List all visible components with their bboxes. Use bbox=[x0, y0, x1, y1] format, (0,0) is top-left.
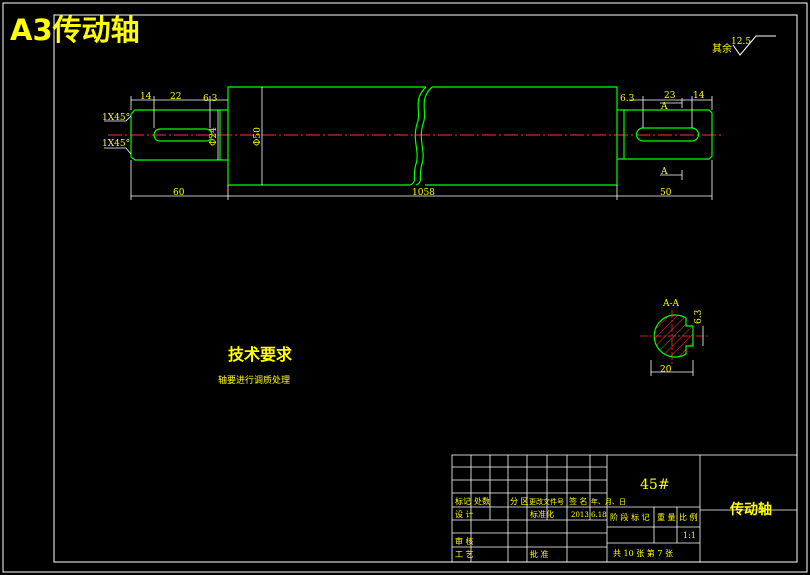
roughness-symbol: 其余 12.5 bbox=[712, 35, 776, 56]
title-block-grid bbox=[451, 454, 798, 563]
dim-chamfer-bottom: 1X45° bbox=[102, 139, 130, 149]
dim-left-keyway-width: 22 bbox=[170, 92, 181, 102]
dim-right-keyway-len: 14 bbox=[693, 91, 705, 101]
dim-chamfer-top: 1X45° bbox=[102, 113, 130, 123]
roughness-check-mark bbox=[732, 35, 776, 56]
dim-left-roughness: 6.3 bbox=[203, 94, 218, 104]
inner-frame bbox=[53, 14, 798, 563]
std-label: 标准化 bbox=[530, 509, 554, 519]
dim-body-dia: Φ50 bbox=[253, 127, 263, 146]
hdr-mark: 标记 bbox=[455, 496, 471, 506]
dim-left-keyway-len: 14 bbox=[140, 92, 152, 102]
designer-label: 设 计 bbox=[455, 509, 474, 519]
design-date: 2013.6.18 bbox=[571, 511, 607, 519]
roughness-value: 12.5 bbox=[731, 37, 751, 47]
material: 45# bbox=[640, 477, 670, 493]
dim-right-roughness: 6.3 bbox=[620, 94, 635, 104]
section-depth: 6.3 bbox=[694, 309, 704, 324]
hdr-count: 处数 bbox=[474, 496, 490, 506]
dim-body-len: 1058 bbox=[412, 188, 435, 198]
shaft-outline bbox=[130, 86, 713, 186]
notes-title: 技术要求 bbox=[228, 345, 293, 364]
sheet-count: 共 10 张 第 7 张 bbox=[613, 548, 673, 558]
hdr-sign: 签 名 bbox=[569, 496, 588, 506]
stage-label: 阶 段 标 记 bbox=[610, 512, 650, 522]
scale-value: 1:1 bbox=[683, 531, 696, 540]
section-mark-top: A bbox=[660, 102, 668, 112]
section-mark-bottom: A bbox=[660, 167, 668, 177]
section-width: 20 bbox=[660, 365, 672, 375]
weight-label: 重 量 bbox=[657, 512, 676, 522]
approve-label: 批 准 bbox=[530, 549, 549, 559]
notes-line1: 轴要进行调质处理 bbox=[218, 374, 290, 386]
dim-right-len: 50 bbox=[660, 188, 672, 198]
dimension-lines bbox=[104, 87, 713, 200]
section-view: A-A 6.3 20 bbox=[640, 299, 708, 376]
hdr-doc: 更改文件号 bbox=[529, 497, 564, 506]
dim-right-keyway-width: 23 bbox=[664, 91, 676, 101]
review-label: 审 核 bbox=[455, 536, 474, 546]
dim-left-dia: Φ24 bbox=[209, 127, 219, 146]
roughness-prefix: 其余 bbox=[712, 42, 732, 55]
scale-label: 比 例 bbox=[679, 512, 698, 522]
part-name: 传动轴 bbox=[729, 501, 772, 518]
hdr-date: 年、月、日 bbox=[591, 497, 626, 506]
process-label: 工 艺 bbox=[455, 550, 474, 559]
hdr-zone: 分 区 bbox=[510, 497, 529, 506]
dim-left-len: 60 bbox=[173, 188, 185, 198]
section-title: A-A bbox=[662, 299, 680, 309]
sheet-tag: A3传动轴 bbox=[10, 13, 140, 47]
